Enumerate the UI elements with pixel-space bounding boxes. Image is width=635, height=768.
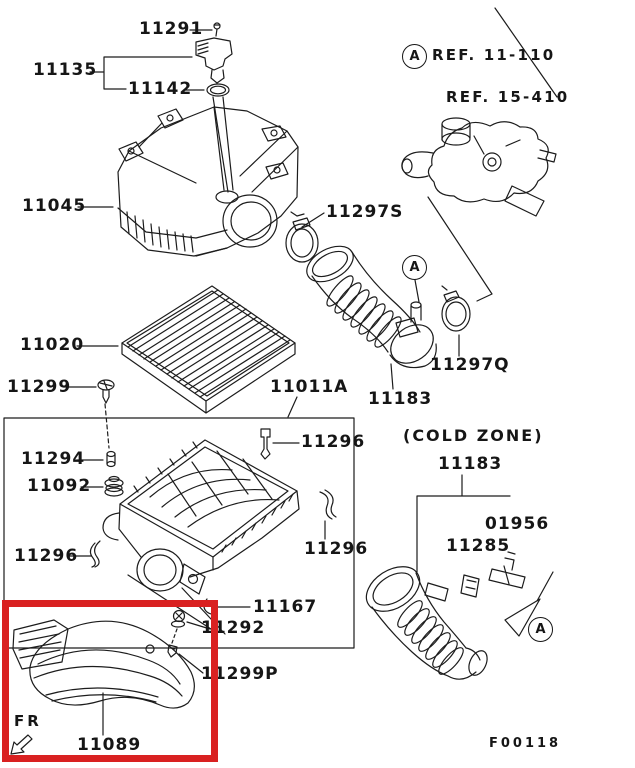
clip-11285-drawing (460, 574, 480, 598)
part-label-11296-right[interactable]: 11296 (304, 539, 369, 559)
part-label-11011A[interactable]: 11011A (270, 377, 349, 397)
hose-clamp-11297S-drawing (285, 211, 319, 263)
grommet-11294-drawing (106, 450, 116, 468)
cold-zone-note: (COLD ZONE) (403, 426, 544, 445)
part-label-11135[interactable]: 11135 (33, 60, 98, 80)
part-label-11296-left[interactable]: 11296 (14, 546, 79, 566)
clip-11296-right-drawing (319, 489, 337, 520)
highlight-box-11089 (2, 600, 218, 762)
part-label-11020[interactable]: 11020 (20, 335, 85, 355)
view-marker-a-top: A (402, 44, 427, 69)
part-label-11299P[interactable]: 11299P (201, 664, 279, 684)
maf-sensor-drawing (195, 22, 234, 193)
fr-orientation-label: FR (14, 712, 42, 730)
fr-arrow-icon (10, 734, 33, 755)
intake-hose-11183-upper-drawing (306, 245, 437, 369)
screw-11292-drawing (170, 609, 186, 628)
part-label-11142[interactable]: 11142 (128, 79, 193, 99)
part-label-11296-top[interactable]: 11296 (301, 432, 366, 452)
clip-11296-left-drawing (89, 540, 101, 568)
grommet-11092-drawing (104, 475, 124, 497)
part-label-11297S[interactable]: 11297S (326, 202, 404, 222)
screw-11299-drawing (97, 379, 115, 404)
part-label-11299[interactable]: 11299 (7, 377, 72, 397)
air-filter-element-drawing (121, 285, 296, 414)
part-label-11045[interactable]: 11045 (22, 196, 87, 216)
part-label-11291[interactable]: 11291 (139, 19, 204, 39)
air-cleaner-cover-drawing (117, 106, 299, 257)
part-label-11183-cold[interactable]: 11183 (438, 454, 503, 474)
ref-note-11-110: REF. 11-110 (432, 46, 556, 64)
part-label-11089[interactable]: 11089 (77, 735, 142, 755)
part-label-01956[interactable]: 01956 (485, 514, 550, 534)
part-label-11294[interactable]: 11294 (21, 449, 86, 469)
part-label-11167[interactable]: 11167 (253, 597, 318, 617)
hose-clamp-11297Q-drawing (441, 285, 471, 332)
part-label-11285[interactable]: 11285 (446, 536, 511, 556)
view-marker-a-mid: A (402, 255, 427, 280)
clip-11296-top-drawing (260, 428, 271, 460)
part-label-11297Q[interactable]: 11297Q (430, 355, 510, 375)
part-label-11092[interactable]: 11092 (27, 476, 92, 496)
clamp-01956-drawing (488, 551, 526, 589)
assembly-box-11011A (3, 417, 355, 649)
figure-code: F00118 (489, 736, 562, 751)
part-label-11183-upper[interactable]: 11183 (368, 389, 433, 409)
ref-note-15-410: REF. 15-410 (446, 88, 570, 106)
view-a-arrow (504, 598, 541, 637)
air-cleaner-body-drawing (102, 439, 300, 595)
intake-hose-11183-cold-drawing (365, 566, 488, 680)
air-duct-11089-drawing (12, 619, 195, 709)
throttle-body-drawing (401, 117, 557, 217)
view-marker-a-bottom: A (528, 617, 553, 642)
